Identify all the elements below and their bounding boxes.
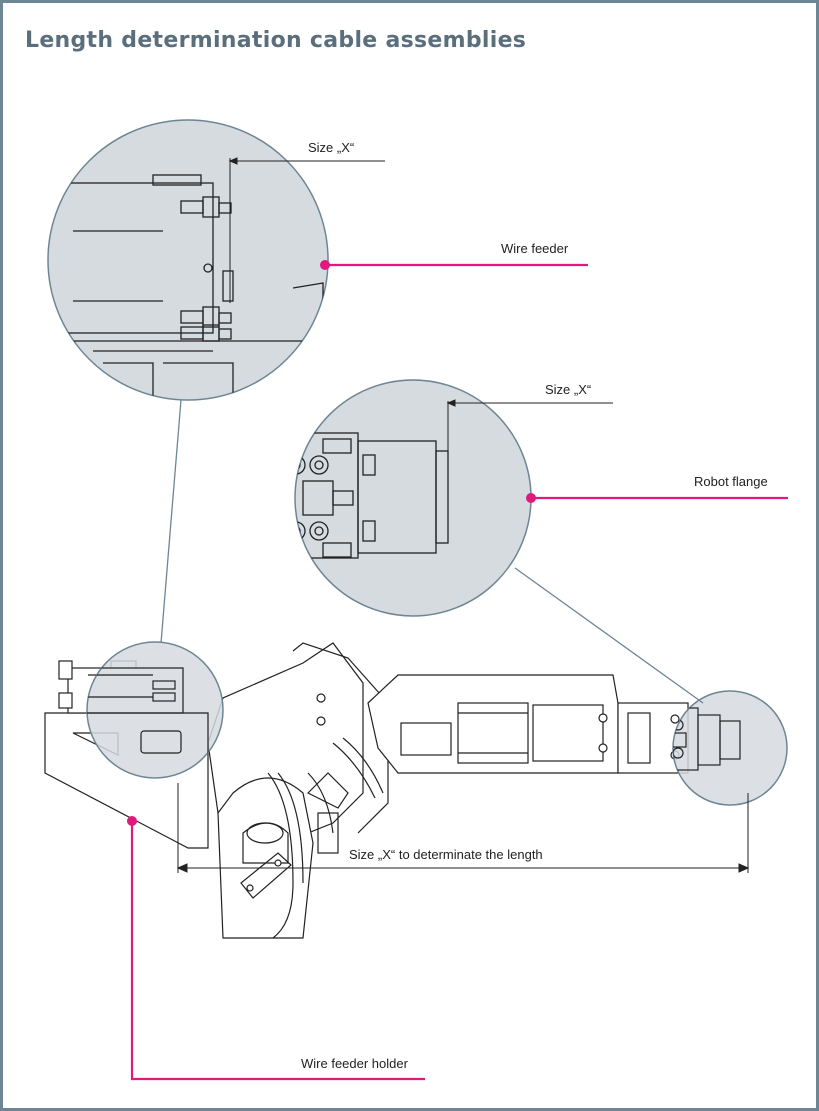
connector-line-flange (514, 567, 704, 704)
wire-feeder-callout (320, 260, 588, 270)
wire-feeder-holder-label: Wire feeder holder (301, 1056, 408, 1071)
size-x-middle-dimension (446, 399, 613, 451)
connector-line-feeder (160, 399, 182, 644)
size-x-top-label: Size „X“ (308, 140, 355, 155)
robot-flange-callout (526, 493, 788, 503)
size-x-middle-label: Size „X“ (545, 382, 592, 397)
wire-feeder-detail-large (47, 119, 329, 401)
robot-body (44, 642, 689, 939)
size-x-top-dimension (228, 157, 385, 303)
robot-flange-label: Robot flange (694, 474, 768, 489)
robot-diagram (44, 119, 788, 1081)
robot-flange-detail-large (294, 379, 532, 617)
page-title: Length determination cable assemblies (25, 28, 527, 53)
wire-feeder-holder-callout (127, 816, 425, 1081)
size-x-length-label: Size „X“ to determinate the length (349, 847, 543, 862)
size-x-length-dimension (176, 783, 750, 873)
wire-feeder-label: Wire feeder (501, 241, 569, 256)
